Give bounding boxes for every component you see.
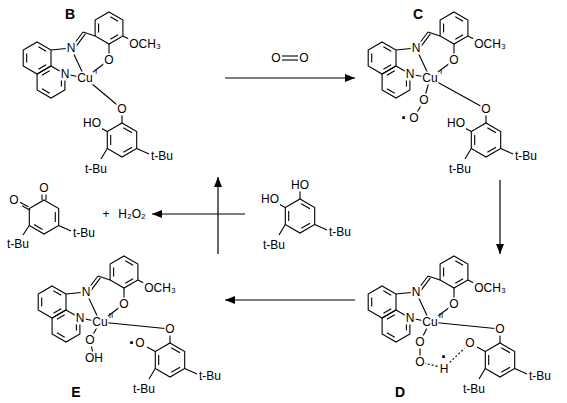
oxidation-state: I (440, 67, 442, 76)
atom-label: OCH₃ (128, 38, 162, 51)
atom-label: O (103, 54, 114, 67)
atom-label: t-Bu (448, 163, 472, 176)
atom-label: N (60, 68, 71, 81)
atom-label: t-Bu (150, 150, 174, 163)
radical-dot: · (401, 113, 407, 123)
atom-label: O (134, 337, 145, 350)
atom-label: O (414, 356, 425, 369)
structure-group: DNNCuIIOOCH₃OO·HOOt-But-Bu (355, 254, 562, 400)
atom-label: O (116, 103, 127, 116)
atom-label: HO (446, 117, 466, 130)
atom-label: t-Bu (528, 370, 552, 383)
structure-group: HO HO t-Bu t-Bu (245, 172, 356, 254)
atom-label: t-Bu (132, 383, 156, 396)
atom-label: N (405, 68, 416, 81)
atom-label: Cu (421, 316, 438, 329)
atom-label: O (448, 298, 459, 311)
structure-group: O Ot-Bu t-Bu + H₂O₂ (4, 179, 152, 253)
atom-label: t-Bu (72, 227, 96, 240)
atom-label: N (411, 286, 422, 299)
atom-label: H (439, 363, 450, 376)
atom-label: H₂O₂ (117, 208, 146, 221)
atom-label: O (448, 54, 459, 67)
atom-label: Cu (421, 72, 438, 85)
atom-label: O (298, 52, 309, 65)
atom-label: Cu (91, 316, 108, 329)
oxidation-state: I (95, 67, 97, 76)
compound-label: C (412, 7, 424, 22)
atom-label: t-Bu (6, 238, 30, 251)
atom-label: HO (82, 117, 102, 130)
atom-label: O (118, 298, 129, 311)
atom-label: OCH₃ (143, 282, 177, 295)
reaction-arrow (499, 180, 500, 254)
structure-group: CNNCuIOOCH₃O·OOHOt-But-Bu (355, 2, 562, 180)
atom-label: t-Bu (514, 150, 538, 163)
atom-label: N (81, 286, 92, 299)
atom-label: O (38, 182, 49, 195)
compound-label: E (70, 385, 81, 400)
atom-label: O (414, 336, 425, 349)
atom-label: OCH₃ (473, 38, 507, 51)
atom-label: OCH₃ (473, 282, 507, 295)
atom-label: O (418, 94, 429, 107)
structure-group: BNNCuIOOCH₃OHOt-But-Bu (10, 2, 225, 177)
atom-label: t-Bu (84, 163, 108, 176)
atom-label: N (75, 312, 86, 325)
atom-label: N (405, 312, 416, 325)
atom-label: OH (84, 352, 104, 365)
atom-label: Cu (76, 72, 93, 85)
atom-label: O (494, 323, 505, 336)
atom-label: t-Bu (328, 226, 352, 239)
atom-label: t-Bu (198, 370, 222, 383)
atom-label: O (8, 194, 19, 207)
atom-label: O (480, 103, 491, 116)
compound-label: B (64, 7, 76, 22)
radical-dot: · (441, 352, 447, 362)
oxidation-state: II (109, 311, 113, 320)
atom-label: O (84, 334, 95, 347)
atom-label: t-Bu (462, 383, 486, 396)
atom-label: t-Bu (262, 239, 286, 252)
atom-label: N (411, 42, 422, 55)
atom-label: O (408, 112, 419, 125)
reaction-arrow (225, 299, 355, 300)
reaction-arrow (217, 177, 218, 254)
atom-label: O (464, 337, 475, 350)
atom-label: HO (290, 179, 310, 192)
atom-label: O (270, 52, 281, 65)
atom-label: + (101, 208, 110, 221)
structure-group: ENNCuIIOOCH₃OOH·OOt-But-Bu (10, 254, 225, 400)
reaction-arrow (225, 77, 355, 78)
compound-label: D (394, 385, 406, 400)
atom-label: HO (260, 193, 280, 206)
reaction-arrow (152, 213, 245, 214)
atom-label: O (164, 323, 175, 336)
oxidation-state: II (439, 311, 443, 320)
atom-label: N (66, 42, 77, 55)
